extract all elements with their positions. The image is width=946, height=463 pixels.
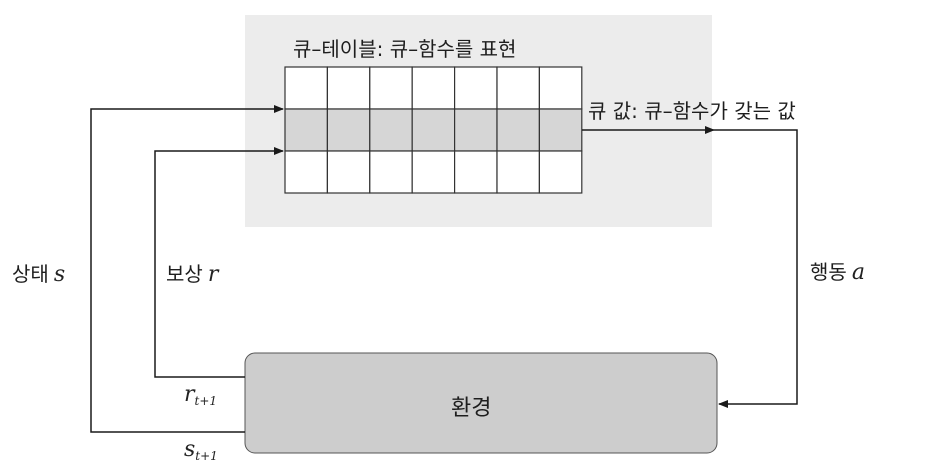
reward-label-text: 보상 — [166, 262, 203, 286]
next-reward-label: rt+1 — [184, 382, 217, 408]
qtable-cell — [369, 108, 413, 152]
state-label: 상태 s — [12, 258, 65, 287]
reward-variable: r — [207, 262, 219, 287]
qtable-cell — [538, 66, 583, 110]
action-label: 행동 a — [810, 256, 865, 285]
next-state-variable: s — [184, 437, 196, 462]
qtable-cell — [538, 150, 583, 194]
next-state-label: st+1 — [184, 437, 218, 463]
qtable-cell — [496, 108, 541, 152]
qtable-cell — [369, 150, 413, 194]
qtable-cell — [496, 150, 541, 194]
state-variable: s — [53, 262, 66, 287]
action-label-text: 행동 — [810, 260, 847, 284]
environment-box — [244, 352, 718, 454]
qtable-cell — [326, 150, 371, 194]
qtable-cell — [411, 150, 456, 194]
qtable-cell — [411, 66, 456, 110]
qtable-cell — [454, 66, 498, 110]
qtable-title: 큐–테이블: 큐–함수를 표현 — [293, 37, 517, 61]
qtable-cell — [326, 66, 371, 110]
qtable-cell — [369, 66, 413, 110]
qtable-cell — [538, 108, 583, 152]
next-reward-subscript: t+1 — [194, 394, 218, 409]
qtable-grid — [284, 66, 583, 194]
qtable-cell — [496, 66, 541, 110]
q-value-label: 큐 값: 큐–함수가 갖는 값 — [588, 99, 796, 123]
qtable-cell — [326, 108, 371, 152]
environment-label: 환경 — [451, 396, 492, 421]
action-variable: a — [851, 260, 866, 285]
next-state-subscript: t+1 — [195, 449, 218, 463]
action-arrow — [714, 129, 798, 408]
qtable-cell — [454, 108, 498, 152]
reward-arrow — [154, 147, 284, 378]
reward-label: 보상 r — [166, 258, 218, 287]
qtable-cell — [284, 108, 329, 152]
qtable-cell — [454, 150, 498, 194]
qtable-cell — [284, 150, 329, 194]
qtable-cell — [284, 66, 329, 110]
qtable-cell — [411, 108, 456, 152]
state-label-text: 상태 — [12, 262, 49, 286]
next-reward-variable: r — [184, 382, 195, 407]
state-arrow — [90, 105, 284, 433]
